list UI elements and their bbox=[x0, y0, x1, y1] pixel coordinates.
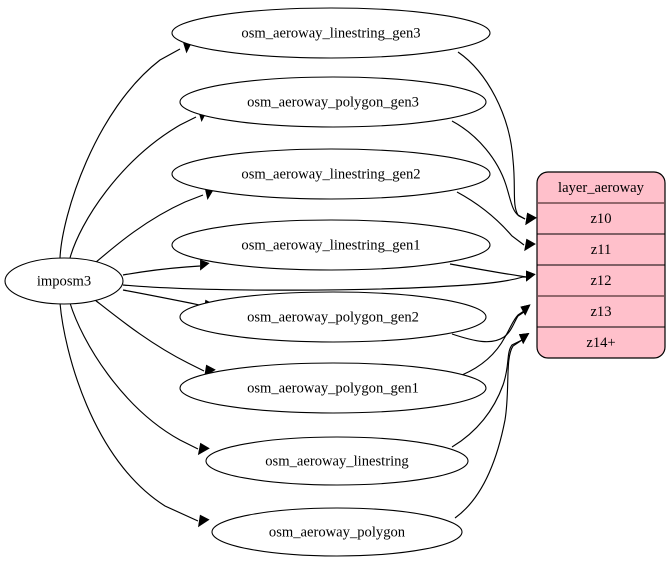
layer-aeroway-row-header[interactable]: layer_aeroway bbox=[558, 180, 645, 196]
layer-aeroway-row-z13[interactable]: z13 bbox=[590, 304, 611, 320]
layer-aeroway-row-z10[interactable]: z10 bbox=[590, 211, 611, 227]
node-osm_aeroway_linestring_gen1[interactable]: osm_aeroway_linestring_gen1 bbox=[171, 219, 491, 271]
node-osm_aeroway_linestring[interactable]: osm_aeroway_linestring bbox=[205, 436, 469, 486]
layer-aeroway-cell-z11: z11 bbox=[591, 242, 612, 258]
edge-osm_aeroway_linestring_gen3-to-z10 bbox=[457, 51, 537, 226]
node-label: osm_aeroway_linestring_gen1 bbox=[241, 237, 420, 253]
edge-osm_aeroway_linestring_gen2-to-z11 bbox=[456, 191, 536, 252]
edge-osm_aeroway_polygon_gen3-to-z10 bbox=[451, 120, 537, 226]
layer-aeroway-row-z12[interactable]: z12 bbox=[590, 273, 611, 289]
node-shape[interactable] bbox=[179, 362, 487, 414]
edge-group-tables-to-layer bbox=[122, 51, 537, 519]
node-shape[interactable] bbox=[179, 291, 487, 343]
layer-aeroway-cell-z14: z14+ bbox=[586, 335, 615, 351]
node-label: osm_aeroway_polygon_gen1 bbox=[247, 380, 419, 396]
node-osm_aeroway_linestring_gen3[interactable]: osm_aeroway_linestring_gen3 bbox=[171, 7, 491, 59]
node-shape[interactable] bbox=[171, 7, 491, 59]
node-shape[interactable] bbox=[171, 219, 491, 271]
node-osm_aeroway_polygon_gen1[interactable]: osm_aeroway_polygon_gen1 bbox=[179, 362, 487, 414]
layer-aeroway-cell-z10: z10 bbox=[590, 211, 611, 227]
node-shape[interactable] bbox=[211, 507, 463, 557]
node-label: osm_aeroway_polygon bbox=[269, 524, 406, 540]
node-shape[interactable] bbox=[171, 148, 491, 200]
edge-imposm3-to-osm_aeroway_linestring bbox=[69, 302, 210, 456]
node-shape[interactable] bbox=[179, 76, 487, 128]
edge-osm_aeroway_polygon-to-z14 bbox=[454, 333, 530, 519]
edge-osm_aeroway_polygon_gen1-to-z13 bbox=[461, 304, 531, 376]
node-imposm3[interactable]: imposm3 bbox=[4, 257, 124, 305]
node-osm_aeroway_polygon_gen2[interactable]: osm_aeroway_polygon_gen2 bbox=[179, 291, 487, 343]
node-label: osm_aeroway_linestring bbox=[265, 453, 409, 469]
edge-imposm3-to-z12 bbox=[122, 270, 536, 291]
node-osm_aeroway_linestring_gen2[interactable]: osm_aeroway_linestring_gen2 bbox=[171, 148, 491, 200]
edge-imposm3-to-osm_aeroway_linestring_gen3 bbox=[59, 41, 193, 259]
node-imposm3-label: imposm3 bbox=[37, 273, 91, 289]
node-layer_aeroway[interactable]: layer_aeroway z10 z11 z12 z13 z14+ bbox=[536, 171, 666, 359]
layer-aeroway-row-z14[interactable]: z14+ bbox=[586, 335, 615, 351]
node-shape[interactable] bbox=[205, 436, 469, 486]
node-osm_aeroway_polygon[interactable]: osm_aeroway_polygon bbox=[211, 507, 463, 557]
node-label: osm_aeroway_polygon_gen3 bbox=[247, 94, 419, 110]
layer-aeroway-cell-z12: z12 bbox=[590, 273, 611, 289]
edge-imposm3-to-osm_aeroway_polygon bbox=[59, 302, 210, 528]
node-osm_aeroway_polygon_gen3[interactable]: osm_aeroway_polygon_gen3 bbox=[179, 76, 487, 128]
node-label: osm_aeroway_linestring_gen3 bbox=[241, 25, 420, 41]
edge-osm_aeroway_linestring_gen1-to-z12 bbox=[449, 263, 536, 282]
layer-aeroway-header-label: layer_aeroway bbox=[558, 180, 645, 196]
layer-aeroway-row-z11[interactable]: z11 bbox=[591, 242, 612, 258]
edge-imposm3-to-osm_aeroway_linestring_gen1 bbox=[122, 259, 210, 276]
layer-aeroway-cell-z13: z13 bbox=[590, 304, 611, 320]
node-label: osm_aeroway_polygon_gen2 bbox=[247, 309, 419, 325]
node-label: osm_aeroway_linestring_gen2 bbox=[241, 166, 420, 182]
node-imposm3-shape[interactable] bbox=[4, 257, 124, 305]
